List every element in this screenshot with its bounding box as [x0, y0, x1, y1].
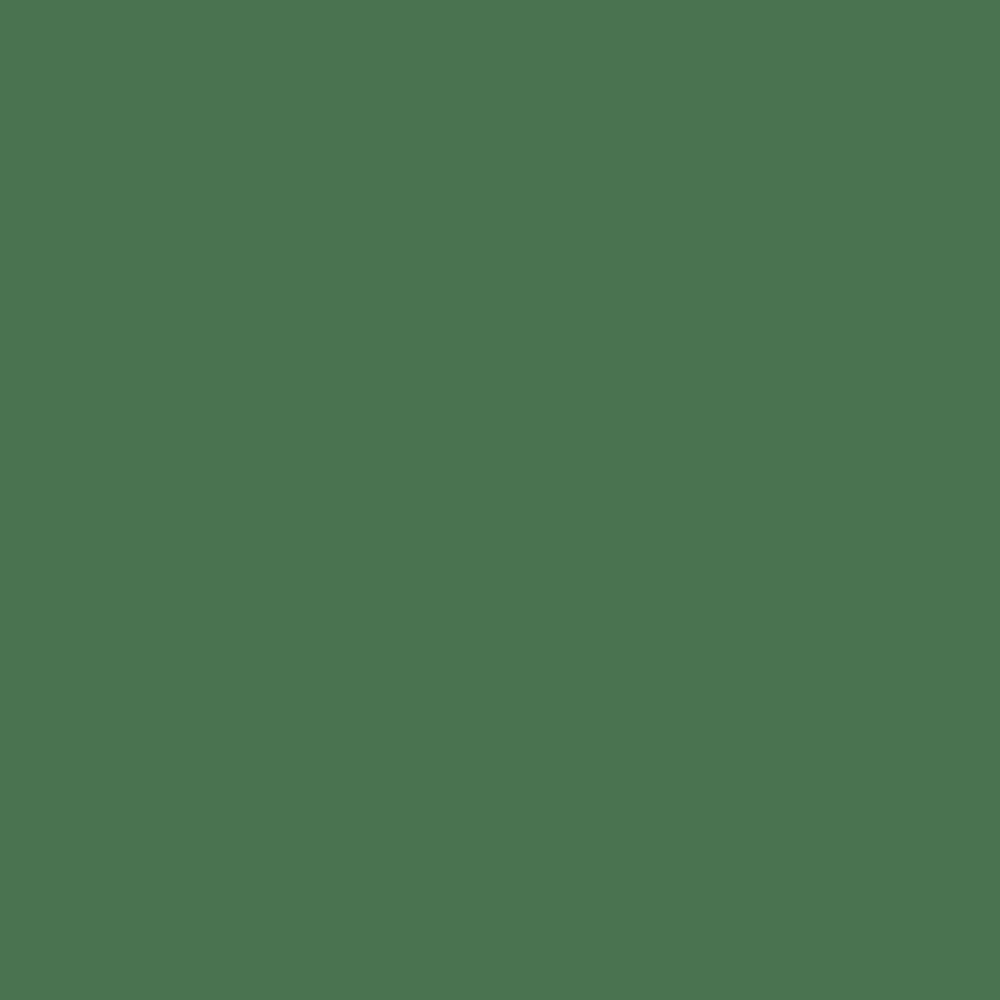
product-image-stage	[0, 0, 1000, 1000]
dithered-background-noise	[0, 0, 1000, 1000]
linear-lantern-chandelier	[0, 0, 1000, 1000]
